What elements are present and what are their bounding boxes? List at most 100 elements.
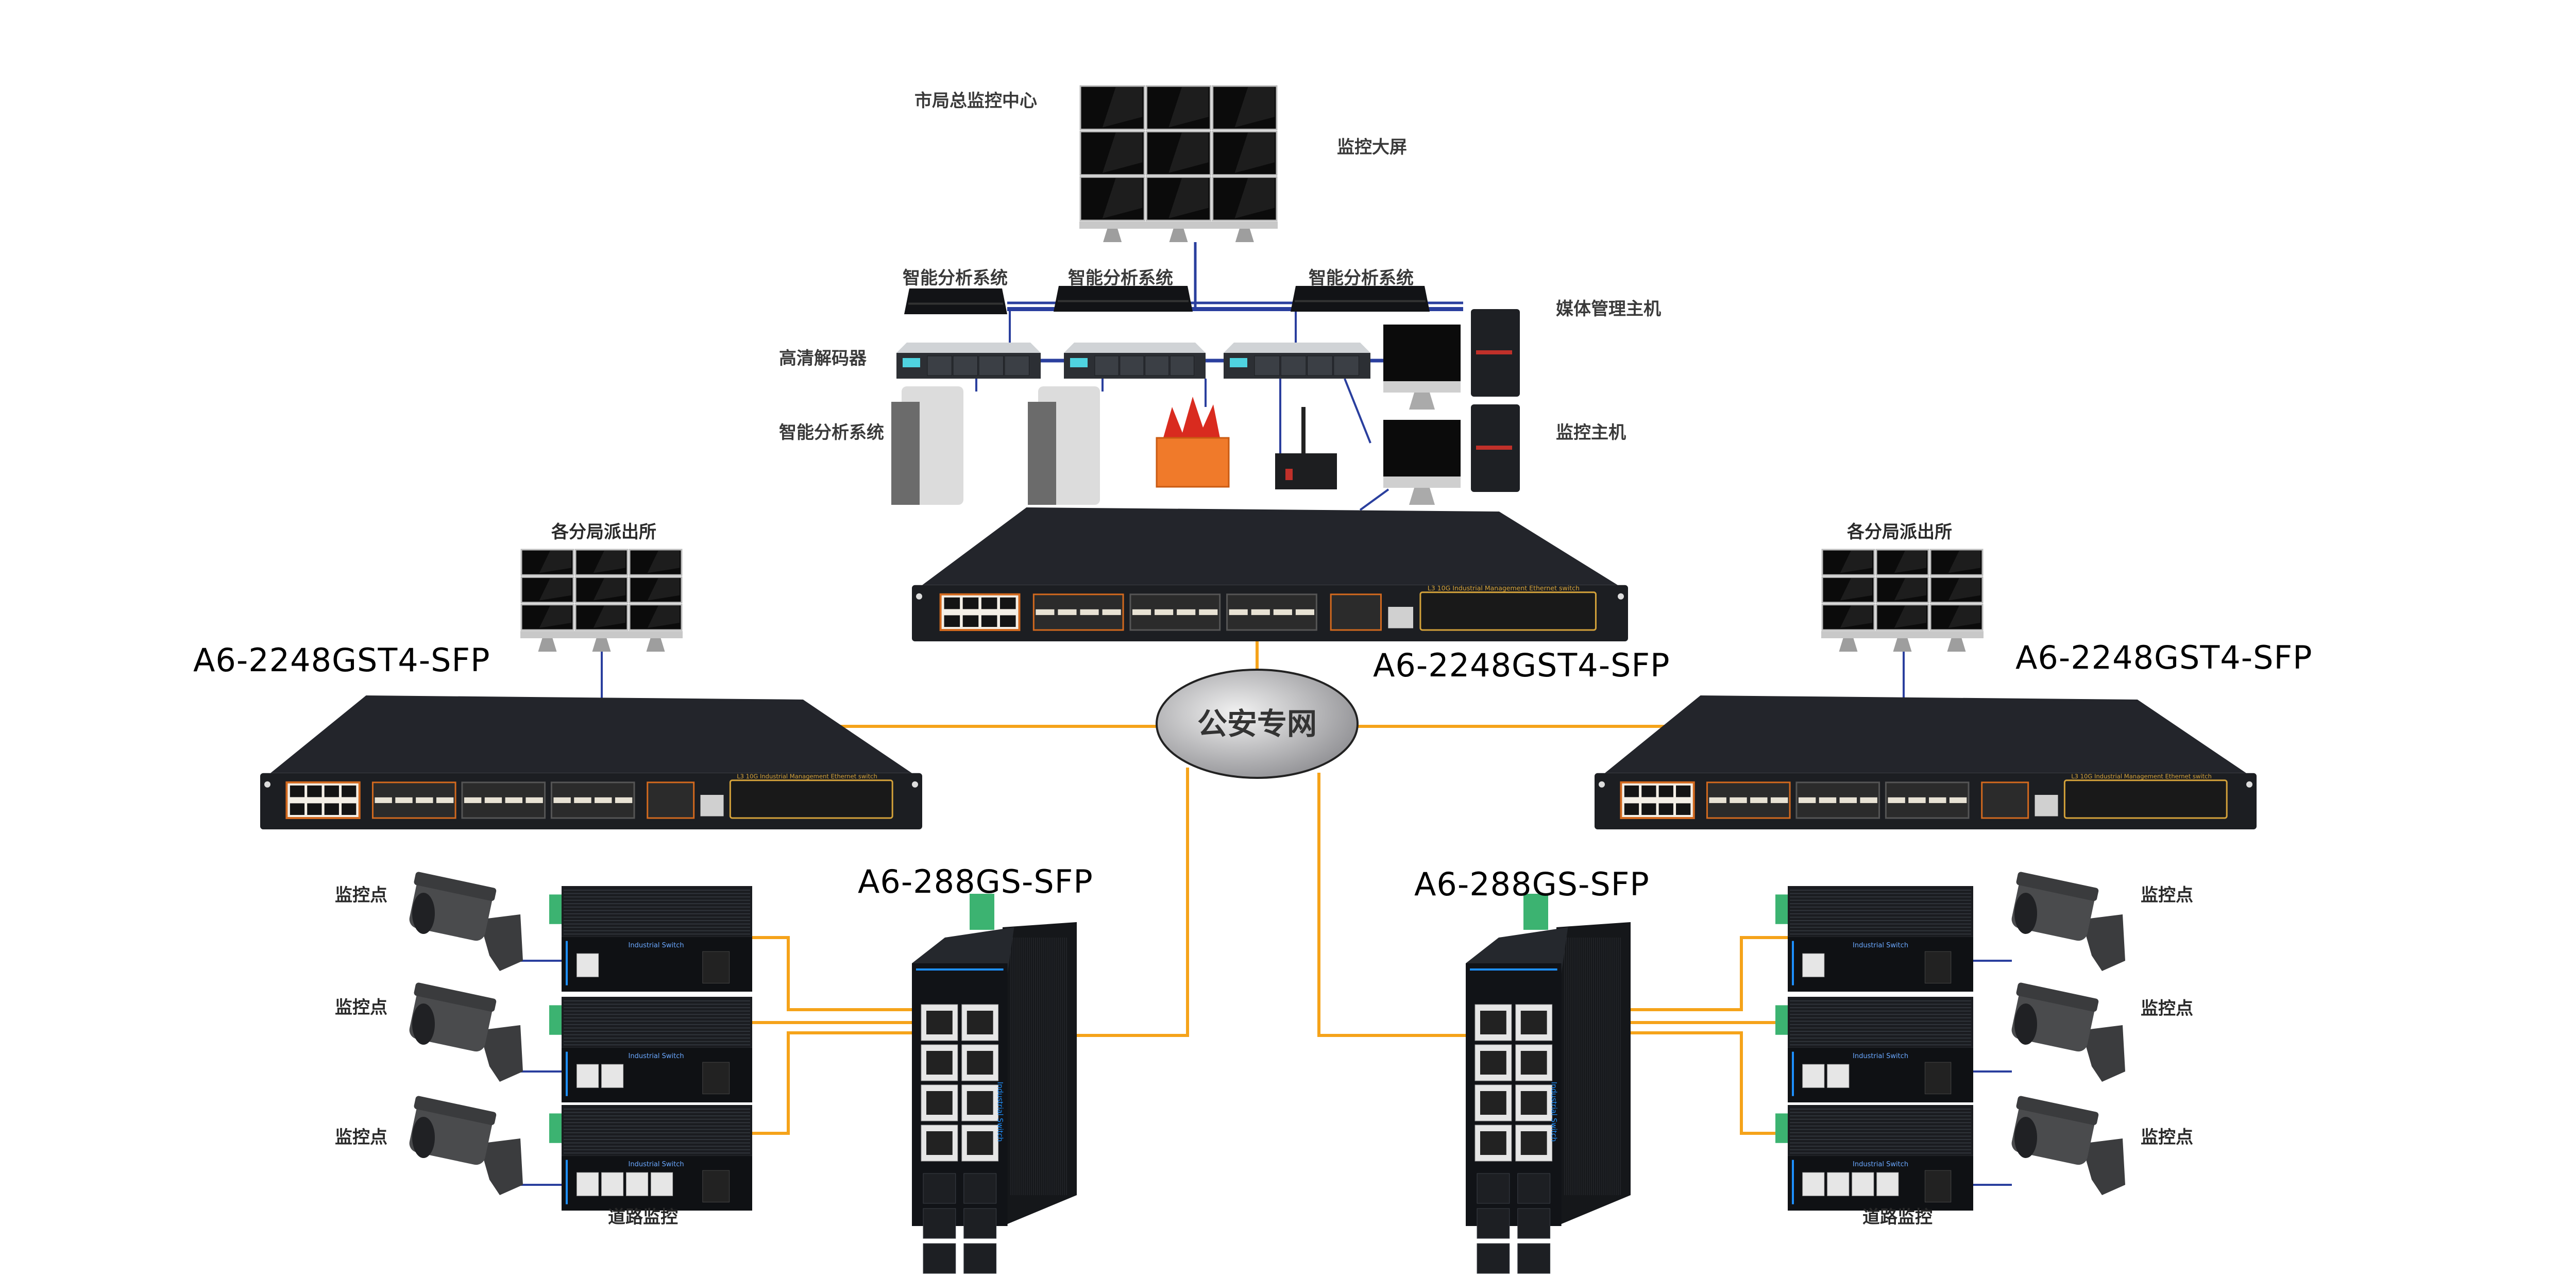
edge-switch-top: [562, 1105, 752, 1156]
uplink-sfp-block: [647, 781, 695, 819]
sfp-port: [1709, 797, 1726, 803]
storage-analysis-label: 智能分析系统: [779, 422, 884, 443]
monitor-host-monitor: [1383, 420, 1461, 505]
camera-bracket: [2081, 1025, 2125, 1082]
sfp-port: [1477, 1208, 1510, 1239]
rj45-port: [601, 1064, 624, 1088]
screen-glare: [1948, 551, 1980, 573]
police-network-node: 公安专网: [1156, 669, 1359, 779]
road-monitor-left-label: 道路监控: [608, 1207, 678, 1228]
monitor-stand: [592, 638, 611, 652]
fiber-port: [1924, 951, 1952, 984]
sfp-port: [1517, 1173, 1551, 1204]
rj45-port: [1802, 953, 1825, 977]
monitor-stand: [1409, 488, 1435, 505]
monitor-stand: [538, 638, 557, 652]
power-terminal: [1775, 1005, 1788, 1035]
branch-right-video-wall: [1821, 549, 1984, 652]
din-side-text: Industrial Switch: [995, 1082, 1004, 1142]
camera-right-3-label: 监控点: [2141, 1127, 2193, 1148]
edge-switch-title: Industrial Switch: [629, 942, 684, 949]
edge-switch-top: [1788, 1105, 1973, 1156]
analysis-system-device-1: [904, 288, 1007, 314]
sfp-port: [1058, 609, 1077, 615]
screen-glare: [1840, 605, 1872, 628]
camera-lens: [412, 1003, 435, 1045]
rj45-port-socket: [926, 1011, 953, 1034]
decoder-top: [1224, 343, 1370, 353]
camera-lens: [2014, 893, 2037, 934]
rj45-port: [1658, 785, 1673, 797]
sfp-port: [1229, 609, 1248, 615]
rack-unit-slot: [1058, 300, 1189, 302]
screen-glare: [1234, 132, 1275, 173]
link-network-to-left-din: [1077, 768, 1189, 1037]
din-switch-right: Industrial Switch: [1466, 894, 1631, 1274]
analysis-system-label-3: 智能分析系统: [1309, 268, 1414, 288]
branch-right-switch: L3 10G Industrial Management Ethernet sw…: [1595, 695, 2257, 829]
rj45-port-socket: [926, 1091, 953, 1115]
sfp-port: [1798, 797, 1816, 803]
rj45-port-socket: [1520, 1131, 1547, 1155]
pc-tower-stripe: [1476, 350, 1512, 354]
sfp-port: [1080, 609, 1099, 615]
din-side-text: Industrial Switch: [1549, 1082, 1557, 1142]
rj45-port-socket: [1480, 1091, 1506, 1115]
power-terminal: [970, 894, 994, 930]
camera-hood: [2016, 982, 2099, 1012]
sfp-port: [1770, 797, 1788, 803]
fiber-port: [702, 1062, 730, 1095]
switch-top-cover: [1605, 695, 2246, 773]
screen-glare: [1948, 605, 1980, 628]
rj45-port: [324, 785, 339, 797]
rj45-port-socket: [1480, 1131, 1506, 1155]
link-monitor-core: [1359, 488, 1389, 511]
monitor-host-label: 监控主机: [1556, 422, 1626, 443]
edge-switch-top: [1788, 997, 1973, 1048]
uplink-sfp-block: [1330, 593, 1382, 631]
edge-switch-title: Industrial Switch: [1853, 1161, 1908, 1168]
sfp-port: [505, 797, 523, 803]
sfp-port: [1517, 1208, 1551, 1239]
sfp-port: [1155, 609, 1174, 615]
rj45-port-socket: [926, 1131, 953, 1155]
edge-accent-line: [1792, 941, 1794, 985]
sfp-port: [1819, 797, 1837, 803]
drive-bay: [1004, 355, 1029, 376]
screen-glare: [1840, 578, 1872, 601]
rack-unit-body: [1054, 286, 1193, 312]
rj45-port: [626, 1172, 649, 1196]
screen-glare: [1102, 132, 1143, 173]
storage-drive-bays: [1028, 402, 1056, 505]
rj45-port: [290, 785, 305, 797]
rj45-port-socket: [967, 1131, 993, 1155]
rj45-port: [1827, 1064, 1850, 1088]
camera-bracket: [2081, 914, 2125, 971]
branch-left-video-wall: [520, 549, 683, 652]
screen-glare: [1894, 578, 1926, 601]
sfp-port: [595, 797, 612, 803]
screen-glare: [647, 551, 680, 573]
screen-glare: [1168, 132, 1209, 173]
monitor-chin: [1383, 381, 1461, 393]
hd-decoder-2: [1064, 343, 1206, 379]
drive-bay: [1307, 355, 1333, 376]
edge-switch-top: [1788, 886, 1973, 937]
rj45-port-socket: [967, 1011, 993, 1034]
screen-glare: [539, 578, 571, 601]
monitor-stand: [1839, 638, 1858, 652]
edge-accent-line: [566, 1160, 568, 1204]
screen-glare: [539, 605, 571, 628]
rj45-port: [1624, 785, 1639, 797]
edge-switch-title: Industrial Switch: [629, 1161, 684, 1168]
screen-glare: [647, 605, 680, 628]
sfp-port: [1273, 609, 1292, 615]
switch-top-cover: [922, 507, 1618, 585]
rack-unit-body: [904, 288, 1007, 314]
rack-unit-slot: [1295, 300, 1426, 302]
router-body: [1275, 453, 1337, 489]
din-switch-left-model: A6-288GS-SFP: [858, 863, 1093, 900]
core-switch-model-label: A6-2248GST4-SFP: [1373, 646, 1670, 684]
sfp-port: [963, 1173, 997, 1204]
